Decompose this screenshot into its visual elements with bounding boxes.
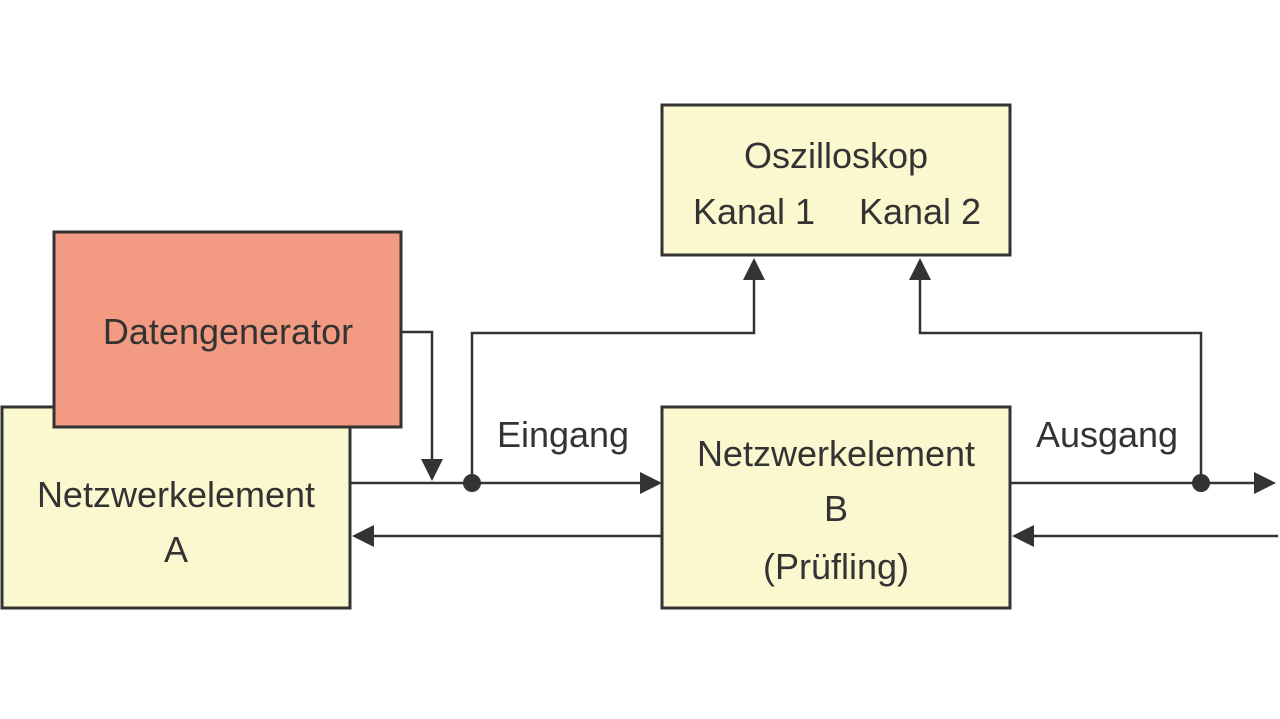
network-element-a-label-line2: A [164,529,188,570]
network-element-b-box [660,405,1012,610]
return-arrowhead-b [1012,525,1034,547]
channel2-arrowhead [909,258,931,280]
input-label: Eingang [497,414,629,455]
data-generator-label: Datengenerator [103,311,353,352]
data-generator-box [52,230,403,429]
network-element-b-label-line1: Netzwerkelement [697,433,975,474]
network-element-a-box [0,405,352,610]
network-element-a-label-line1: Netzwerkelement [37,474,315,515]
output-arrowhead [1254,472,1276,494]
oscilloscope-channel2-label: Kanal 2 [859,191,981,232]
oscilloscope-channel1-label: Kanal 1 [693,191,815,232]
generator-output-line [401,330,434,462]
return-arrowhead-a [352,525,374,547]
channel1-arrowhead [743,258,765,280]
oscilloscope-box [660,103,1012,257]
oscilloscope-title: Oszilloskop [744,135,928,176]
input-arrowhead [640,472,662,494]
channel2-probe-line [918,278,1203,483]
output-label: Ausgang [1036,414,1178,455]
network-element-b-label-line2: B [824,488,848,529]
network-element-b-label-line3: (Prüfling) [763,546,909,587]
channel1-probe-line [470,278,756,483]
generator-output-arrowhead [421,459,443,481]
